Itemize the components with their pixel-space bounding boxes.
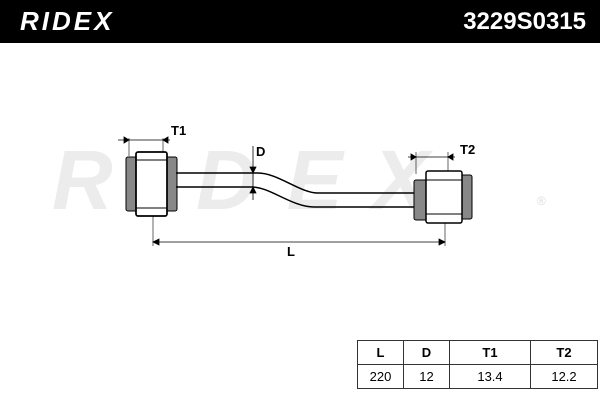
brand-logo: RIDEX [20,6,115,36]
dimension-lines [118,136,455,246]
stabilizer-link-drawing: RIDEX ® [52,123,546,259]
extension-lines [128,138,449,246]
left-bushing [125,151,178,217]
spec-header-d: D [403,340,450,365]
dimension-label-t2: T2 [460,142,475,157]
watermark-registered-mark: ® [537,194,546,208]
spec-value-d: 12 [403,364,450,389]
right-bushing [413,170,473,224]
dimension-label-t1: T1 [171,123,186,138]
watermark-text: RIDEX [52,133,459,227]
spec-header-l: L [357,340,404,365]
spec-header-t2: T2 [530,340,598,365]
spec-value-l: 220 [357,364,404,389]
part-number: 3229S0315 [463,8,586,35]
spec-table: L D T1 T2 220 12 13.4 12.2 [357,340,598,389]
spec-table-header-row: L D T1 T2 [357,340,598,365]
spec-value-t2: 12.2 [530,364,598,389]
dimension-label-l: L [287,244,295,259]
spec-table-value-row: 220 12 13.4 12.2 [357,364,598,389]
spec-header-t1: T1 [449,340,531,365]
dimension-label-d: D [256,144,265,159]
header-bar: RIDEX 3229S0315 [0,0,600,43]
spec-value-t1: 13.4 [449,364,531,389]
